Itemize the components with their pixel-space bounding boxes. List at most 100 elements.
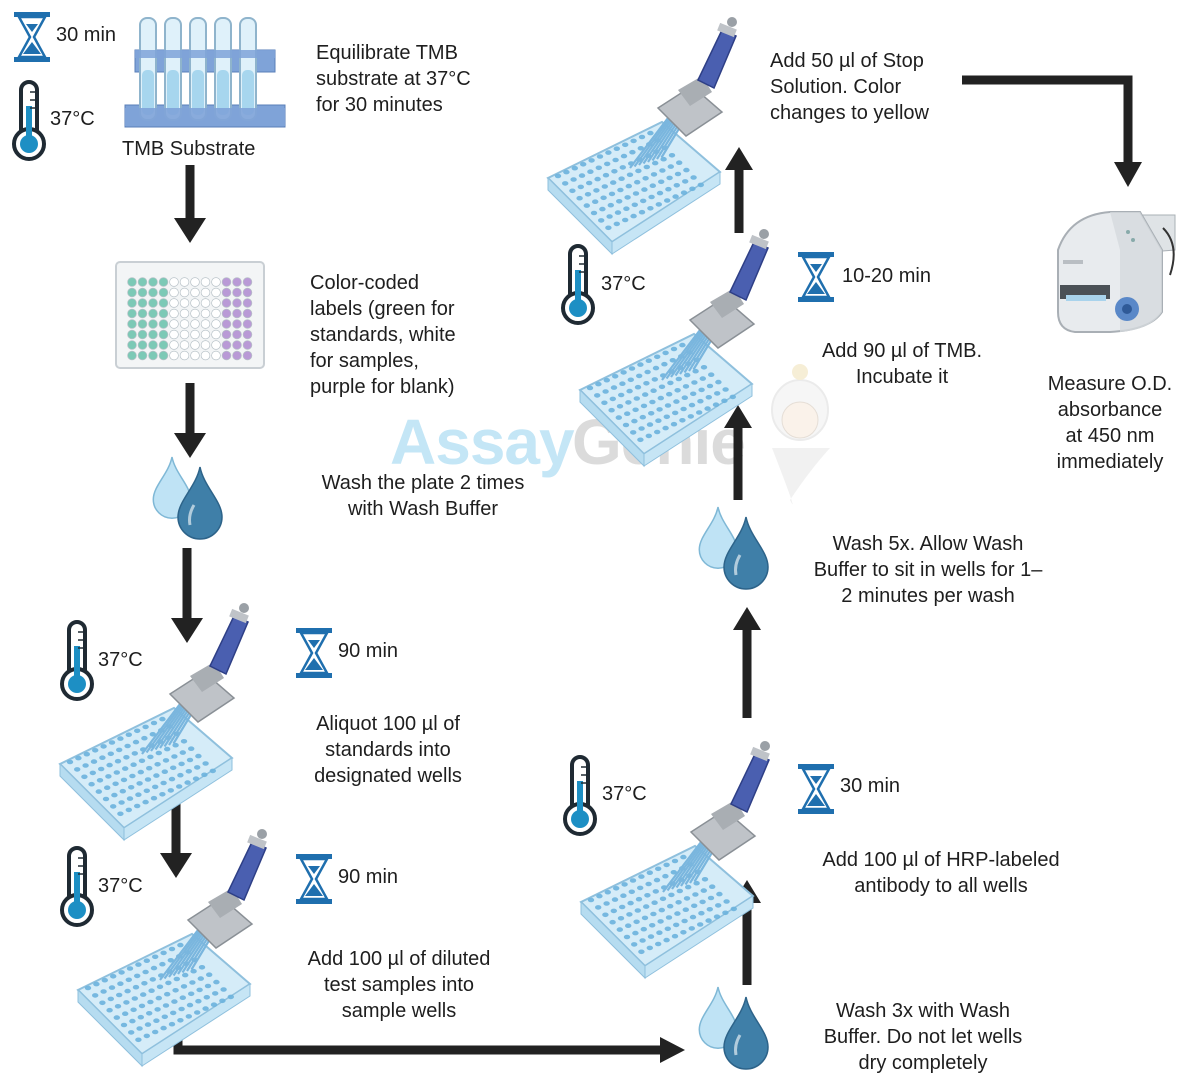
plate-well [137, 277, 148, 287]
plate-well [211, 277, 221, 287]
plate-well [221, 350, 232, 361]
thermometer-icon [561, 244, 595, 325]
hourglass-icon [14, 12, 50, 62]
plate-well [242, 329, 253, 340]
step-wash-2x: Wash the plate 2 times with Wash Buffer [321, 472, 525, 520]
timer-30-label: 30 min [56, 24, 117, 46]
plate-well [200, 277, 211, 287]
plate-well [169, 277, 179, 287]
plate-well [179, 287, 190, 298]
plate-well [169, 308, 179, 319]
hourglass-icon [798, 764, 834, 814]
plate-well [137, 298, 148, 308]
plate-well [179, 340, 190, 350]
step-add-samples: Add 100 µl of diluted test samples into … [307, 948, 491, 1022]
step-wash-5x: Wash 5x. Allow Wash Buffer to sit in wel… [813, 533, 1043, 607]
hourglass-icon [296, 854, 332, 904]
arrow-down-2 [174, 383, 206, 458]
plate-well [200, 319, 211, 329]
color-coded-plate [115, 261, 265, 369]
plate-well [169, 298, 179, 308]
plate-well [148, 277, 158, 287]
plate-well [242, 308, 253, 319]
plate-well [137, 319, 148, 329]
thermometer-icon [12, 80, 46, 161]
arrow-down-1 [174, 165, 206, 243]
wash-drops-icon [698, 986, 769, 1070]
plate-well [137, 308, 148, 319]
step-color-coded: Color-coded labels (green for standards,… [310, 272, 456, 398]
step-add-hrp: Add 100 µl of HRP-labeled antibody to al… [822, 849, 1060, 897]
plate-well [190, 319, 200, 329]
plate-well [200, 308, 211, 319]
plate-well [158, 350, 169, 361]
plate-well [179, 308, 190, 319]
plate-well [179, 350, 190, 361]
plate-well [232, 287, 242, 298]
plate-well [211, 298, 221, 308]
plate-well [200, 298, 211, 308]
plate-well [169, 329, 179, 340]
plate-well [179, 298, 190, 308]
plate-with-pipette [76, 829, 267, 1068]
plate-well [127, 287, 137, 298]
step-equilibrate: Equilibrate TMB substrate at 37°C for 30… [316, 42, 471, 116]
plate-well [211, 287, 221, 298]
thermometer-icon [60, 620, 94, 701]
arrow-down-3 [171, 548, 203, 643]
timer-10-20-label: 10-20 min [842, 265, 931, 287]
plate-well [221, 298, 232, 308]
plate-well [158, 319, 169, 329]
plate-well [158, 308, 169, 319]
wash-drops-icon [698, 506, 769, 590]
temp-label-4: 37°C [602, 783, 647, 805]
plate-well [127, 277, 137, 287]
plate-well [148, 287, 158, 298]
plate-well [137, 340, 148, 350]
plate-well [190, 298, 200, 308]
plate-well [242, 287, 253, 298]
plate-well [242, 319, 253, 329]
plate-well [232, 340, 242, 350]
temp-label-2: 37°C [98, 649, 143, 671]
plate-well [179, 329, 190, 340]
plate-well [190, 277, 200, 287]
plate-well [232, 308, 242, 319]
temp-label-5: 37°C [601, 273, 646, 295]
plate-well [169, 287, 179, 298]
step-stop-solution: Add 50 µl of Stop Solution. Color change… [770, 50, 929, 124]
plate-well [211, 329, 221, 340]
timer-90-label-1: 90 min [338, 640, 399, 662]
plate-well [242, 277, 253, 287]
plate-well [148, 329, 158, 340]
plate-well [200, 329, 211, 340]
plate-well [169, 319, 179, 329]
hourglass-icon [296, 628, 332, 678]
plate-well [127, 319, 137, 329]
plate-well [211, 308, 221, 319]
plate-well [179, 319, 190, 329]
plate-well [221, 340, 232, 350]
plate-well [158, 340, 169, 350]
plate-well [127, 298, 137, 308]
timer-90-label-2: 90 min [338, 866, 399, 888]
plate-well [200, 350, 211, 361]
plate-reader [1057, 211, 1176, 333]
plate-well [148, 350, 158, 361]
plate-well [158, 277, 169, 287]
arrow-up-2 [733, 607, 761, 718]
hourglass-icon [798, 252, 834, 302]
plate-well [137, 329, 148, 340]
plate-well [169, 340, 179, 350]
step-measure-od: Measure O.D. absorbance at 450 nm immedi… [1047, 373, 1173, 473]
plate-with-pipette [579, 741, 770, 980]
plate-well [232, 319, 242, 329]
plate-well [190, 350, 200, 361]
plate-well [232, 277, 242, 287]
plate-well [190, 308, 200, 319]
thermometer-icon [60, 846, 94, 927]
plate-well [232, 298, 242, 308]
step-aliquot-standards: Aliquot 100 µl of standards into designa… [314, 713, 462, 787]
step-add-tmb: Add 90 µl of TMB. Incubate it [821, 340, 983, 388]
plate-well [148, 319, 158, 329]
